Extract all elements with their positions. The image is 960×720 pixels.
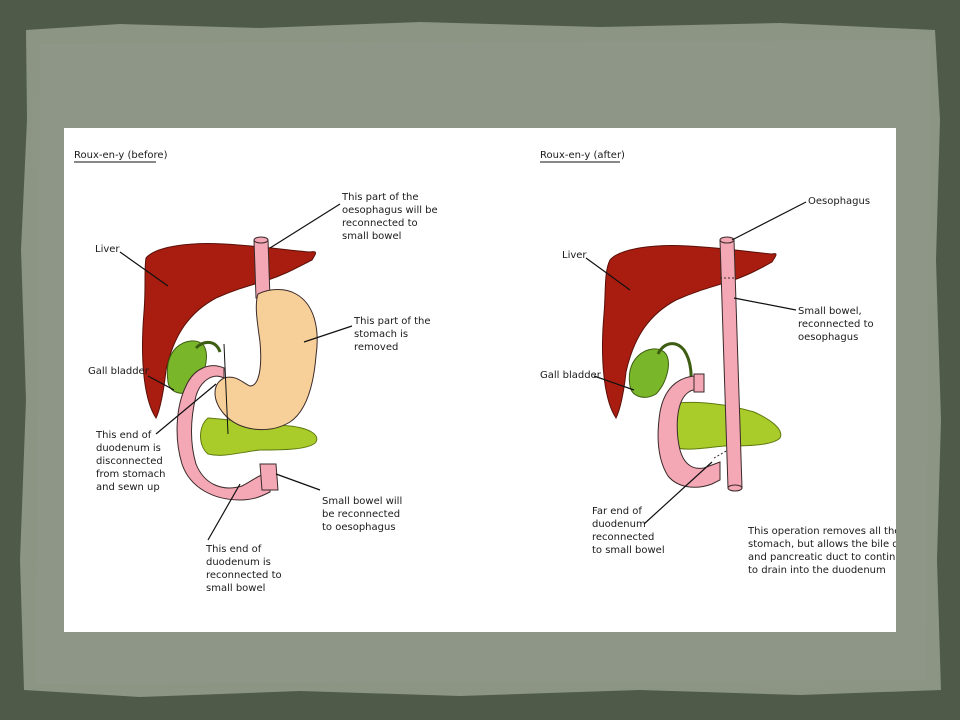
label-liver-after: Liver	[562, 250, 587, 261]
label-oesophagus-after: Oesophagus	[808, 196, 870, 207]
after-diagram: Roux-en-y (after) O	[540, 150, 896, 576]
label-liver: Liver	[95, 244, 120, 255]
label-duodenum-end: This end of duodenum is disconnected fro…	[95, 430, 169, 493]
label-gall-bladder-after: Gall bladder	[540, 370, 602, 381]
oesophagus-opening-after	[719, 236, 735, 244]
label-stomach-note: This part of the stomach is removed	[353, 316, 434, 353]
leader-duodenum-reconnect	[207, 483, 241, 541]
label-operation-note: This operation removes all the stomach, …	[747, 526, 896, 576]
gall-bladder-shape-after	[628, 348, 669, 398]
oesophagus-opening	[253, 236, 269, 244]
stomach-shape	[214, 289, 318, 431]
after-title: Roux-en-y (after)	[540, 150, 625, 161]
label-oesophagus-note: This part of the oesophagus will be reco…	[341, 192, 441, 242]
leader-gall-bladder-after	[593, 375, 635, 391]
leader-bowel-note	[275, 473, 321, 491]
label-far-end-after: Far end of duodenum reconnected to small…	[592, 506, 665, 556]
diagram-panel: Roux-en-y (before)	[64, 128, 896, 632]
duodenum-tube	[176, 365, 271, 501]
bowel-end-after	[727, 484, 743, 492]
before-diagram: Roux-en-y (before)	[74, 150, 441, 594]
label-bowel-note: Small bowel will be reconnected to oesop…	[322, 496, 405, 533]
sewn-end-after	[693, 373, 705, 393]
label-duodenum-reconnect: This end of duodenum is reconnected to s…	[205, 544, 285, 594]
label-small-bowel-after: Small bowel, reconnected to oesophagus	[798, 306, 877, 343]
label-gall-bladder: Gall bladder	[88, 366, 150, 377]
leader-oesophagus-after	[731, 201, 807, 241]
before-title: Roux-en-y (before)	[74, 150, 168, 161]
leader-liver-after	[585, 257, 631, 291]
leader-gall-bladder	[147, 375, 175, 391]
leader-oesophagus-note	[269, 203, 341, 249]
leader-stomach-note	[303, 325, 353, 343]
leader-liver	[119, 251, 169, 287]
oesophagus-tube	[253, 239, 271, 299]
small-bowel-end	[259, 463, 279, 491]
leader-small-bowel-after	[733, 297, 797, 311]
stomach-cut-line	[223, 343, 229, 435]
bile-duct-line	[194, 341, 222, 353]
duodenum-loop-after	[657, 375, 721, 488]
leader-duodenum-end	[155, 383, 217, 435]
join-stitch-lower-after	[713, 449, 729, 459]
leader-far-end-after	[643, 461, 713, 525]
